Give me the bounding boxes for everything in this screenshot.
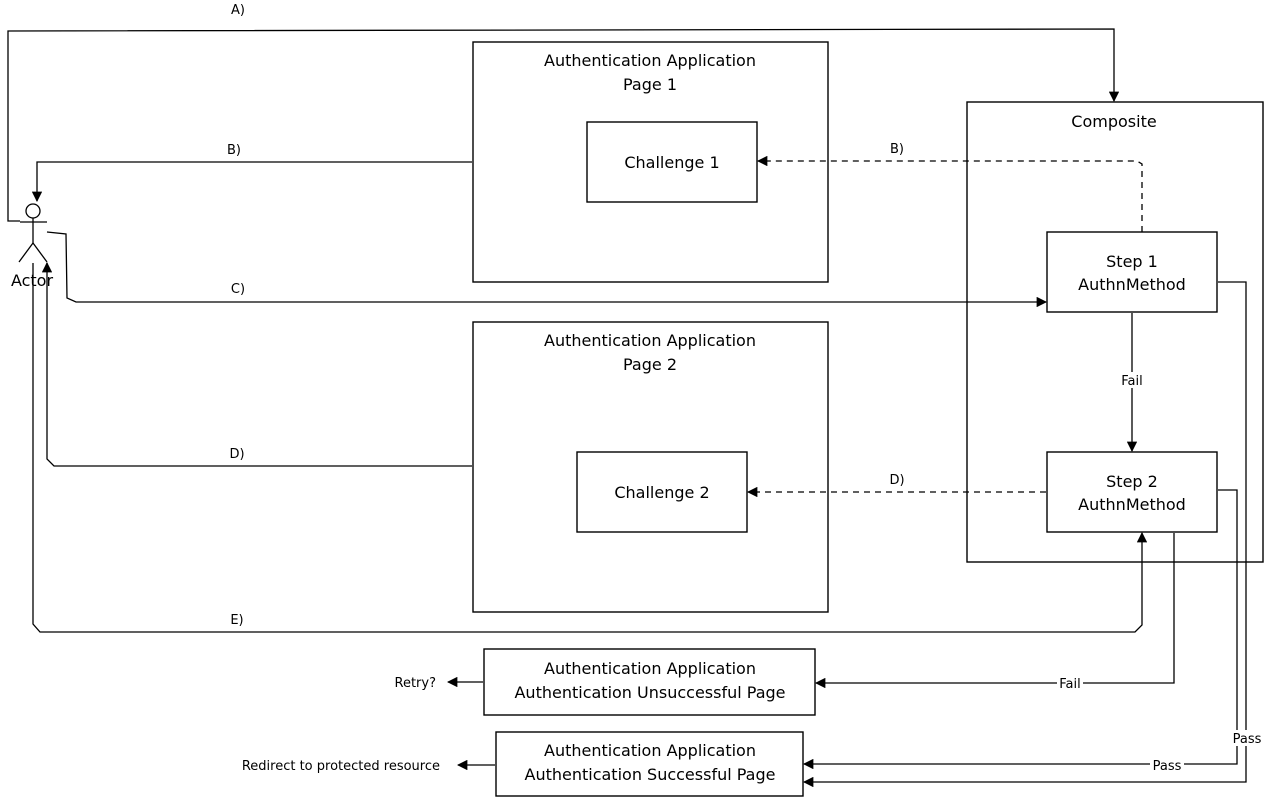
page2-title-line1: Authentication Application [544, 331, 756, 350]
challenge1-node[interactable]: Challenge 1 [586, 121, 758, 203]
retry-label: Retry? [395, 676, 436, 691]
edge-e-label: E) [230, 613, 243, 628]
edge-step1-fail-label: Fail [1121, 374, 1142, 389]
step1-line2: AuthnMethod [1078, 275, 1186, 294]
edge-c-label: C) [231, 282, 245, 297]
edge-pass-h-label: Pass [1153, 759, 1182, 774]
edge-step2-fail [814, 533, 1175, 689]
step2-line1: Step 2 [1106, 472, 1158, 491]
step1-node[interactable]: Step 1 AuthnMethod [1046, 231, 1218, 313]
step2-line2: AuthnMethod [1078, 495, 1186, 514]
edge-b-dashed-label: B) [890, 142, 904, 157]
challenge2-node[interactable]: Challenge 2 [576, 451, 748, 533]
edge-a-label: A) [231, 3, 245, 18]
step2-node[interactable]: Step 2 AuthnMethod [1046, 451, 1218, 533]
unsuccessful-page-node[interactable]: Authentication Application Authenticatio… [483, 648, 816, 716]
successful-page-node[interactable]: Authentication Application Authenticatio… [495, 731, 804, 797]
page1-container[interactable]: Authentication Application Page 1 [472, 41, 829, 283]
edge-step1-pass [802, 281, 1247, 788]
successful-line2: Authentication Successful Page [525, 765, 776, 784]
redirect-label: Redirect to protected resource [242, 759, 440, 774]
unsuccessful-line1: Authentication Application [544, 659, 756, 678]
composite-title: Composite [1071, 112, 1156, 131]
edge-step2-fail-label: Fail [1059, 677, 1080, 692]
successful-line1: Authentication Application [544, 741, 756, 760]
edge-c [46, 231, 1048, 308]
page2-title-line2: Page 2 [623, 355, 677, 374]
edge-d-dashed-label: D) [889, 473, 904, 488]
edge-step2-pass [802, 489, 1238, 770]
page1-title-line1: Authentication Application [544, 51, 756, 70]
unsuccessful-line2: Authentication Unsuccessful Page [514, 683, 785, 702]
edge-pass-v-label: Pass [1233, 732, 1262, 747]
edge-a [7, 28, 1120, 222]
challenge1-label: Challenge 1 [624, 153, 719, 172]
edge-e [32, 263, 1148, 633]
challenge2-label: Challenge 2 [614, 483, 709, 502]
actor[interactable]: Actor [11, 203, 54, 290]
edge-b-label: B) [227, 143, 241, 158]
actor-icon [18, 203, 48, 263]
edge-d-label: D) [229, 447, 244, 462]
page1-title-line2: Page 1 [623, 75, 677, 94]
actor-label: Actor [11, 271, 54, 290]
edge-b [31, 161, 472, 203]
edge-b-dashed [756, 155, 1143, 232]
step1-line1: Step 1 [1106, 252, 1158, 271]
edge-d [41, 261, 472, 467]
